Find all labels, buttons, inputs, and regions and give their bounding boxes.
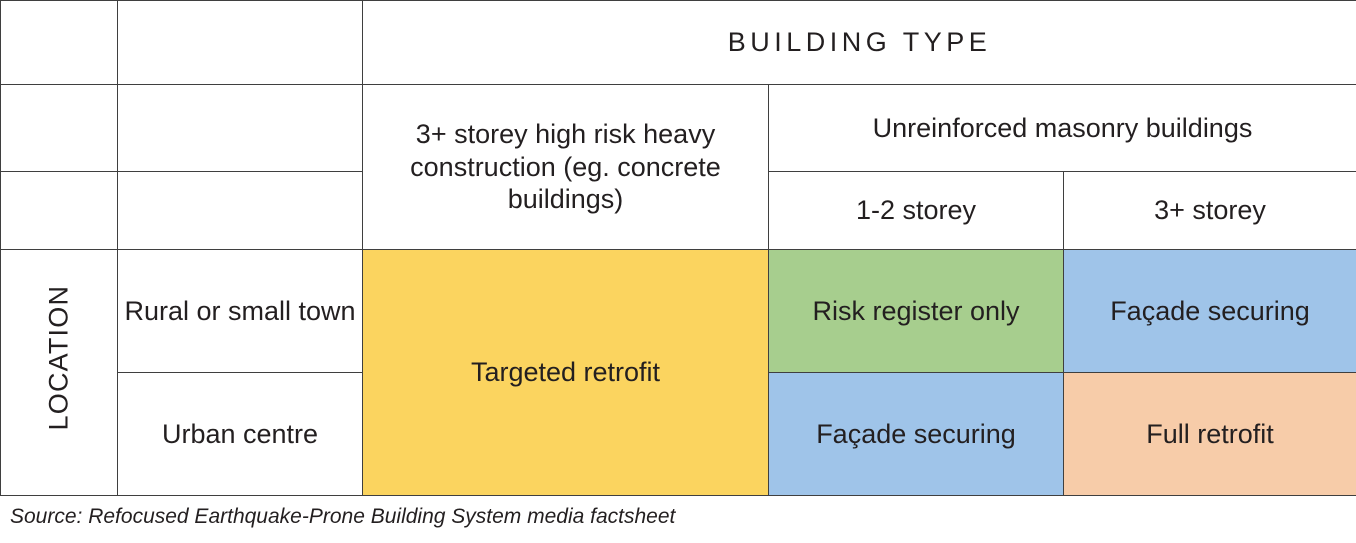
location-axis-label: LOCATION [43, 284, 74, 431]
corner-blank-top-2 [117, 0, 363, 85]
risk-matrix-table: BUILDING TYPE 3+ storey high risk heavy … [0, 0, 1356, 496]
table-row-urban: Urban centre Façade securing Full retrof… [1, 372, 1356, 496]
building-type-banner: BUILDING TYPE [362, 0, 1356, 85]
table-row-rural: LOCATION Rural or small town Targeted re… [0, 249, 1356, 496]
column-header-heavy-construction: 3+ storey high risk heavy construction (… [362, 84, 769, 250]
column-header-unreinforced-masonry: Unreinforced masonry buildings [768, 84, 1356, 172]
table-row-column-groups: 3+ storey high risk heavy construction (… [0, 84, 1356, 250]
corner-blank-sub [0, 171, 118, 250]
corner-blank-mid [0, 84, 118, 172]
sub-header-urm-3plus-storey: 3+ storey [1063, 171, 1356, 250]
location-axis-label-cell: LOCATION [0, 249, 118, 496]
cell-urban-urm12-facade-securing: Façade securing [768, 372, 1064, 496]
corner-blank-sub-2 [117, 171, 363, 250]
cell-rural-urm3-facade-securing: Façade securing [1063, 249, 1356, 373]
corner-blank-mid-2 [117, 84, 363, 172]
table-row-banner: BUILDING TYPE [0, 0, 1356, 85]
row-header-rural-small-town: Rural or small town [117, 249, 363, 373]
cell-urban-urm3-full-retrofit: Full retrofit [1063, 372, 1356, 496]
cell-heavy-targeted-retrofit: Targeted retrofit [362, 249, 769, 496]
source-caption: Source: Refocused Earthquake-Prone Build… [10, 505, 676, 528]
sub-header-urm-1-2-storey: 1-2 storey [768, 171, 1064, 250]
cell-rural-urm12-risk-register-only: Risk register only [768, 249, 1064, 373]
corner-blank-top [0, 0, 118, 85]
row-header-urban-centre: Urban centre [117, 372, 363, 496]
